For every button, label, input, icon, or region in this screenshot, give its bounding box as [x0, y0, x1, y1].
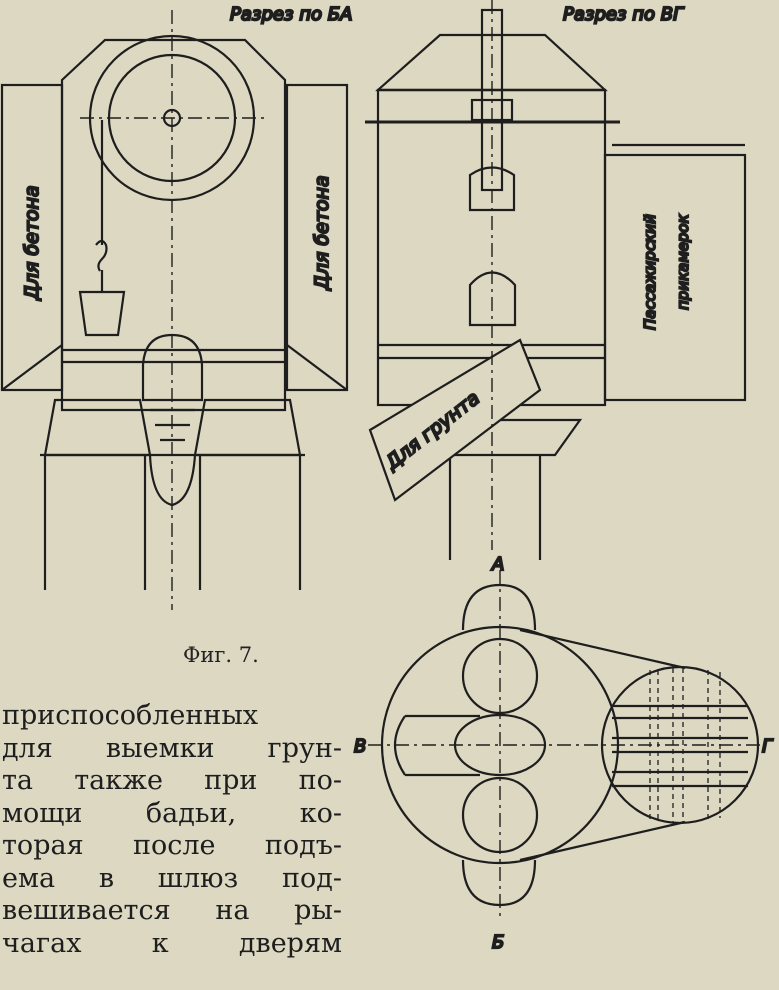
axis-label-g: Г: [762, 736, 774, 757]
text-line: мощи бадьи, ко-: [2, 797, 342, 829]
axis-label-v: В: [354, 736, 366, 757]
section-vg-drawing: Разрез по ВГ Пассажирский прикамерок Для…: [365, 0, 747, 560]
text-line: приспособленных: [2, 700, 259, 731]
text-line: чагах к дверям: [2, 927, 342, 959]
concrete-left-label: Для бетона: [21, 185, 43, 301]
section-ba-label: Разрез по БА: [230, 4, 352, 25]
text-line: та также при по-: [2, 765, 342, 796]
passenger-label-line1: Пассажирский: [641, 214, 659, 330]
body-paragraph: приспособленных для выемки грун- та такж…: [2, 700, 342, 960]
section-vg-label: Разрез по ВГ: [563, 4, 685, 25]
text-line: для выемки грун-: [2, 732, 342, 764]
text-line: торая после подъ-: [2, 830, 342, 861]
text-line: ема в шлюз под-: [2, 862, 342, 894]
passenger-label-line2: прикамерок: [674, 214, 692, 310]
figure-caption: Фиг. 7.: [183, 643, 259, 667]
plan-view-drawing: А Б В Г: [353, 553, 775, 954]
concrete-right-label: Для бетона: [311, 175, 333, 291]
axis-label-a: А: [491, 554, 504, 575]
axis-label-b: Б: [492, 932, 504, 953]
section-ba-drawing: Разрез по БА Для бетона Для бетона: [0, 3, 354, 610]
text-line: вешивается на ры-: [2, 895, 342, 926]
